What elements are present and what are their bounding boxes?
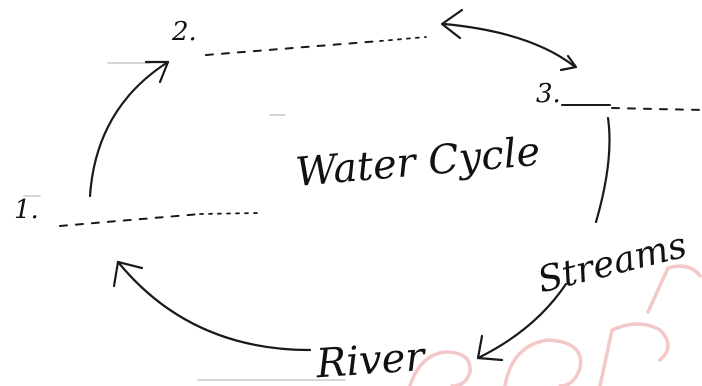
river-label: River <box>314 334 429 386</box>
stage-3-blank-line <box>611 107 702 111</box>
arrow-stage1-to-stage2 <box>88 60 170 198</box>
arrow-stage2-to-stage3 <box>440 8 578 72</box>
cycle-arrows <box>88 8 611 362</box>
arrow-head-icon <box>476 334 504 362</box>
streams-label: Streams <box>534 225 691 301</box>
arrow-head-icon <box>144 60 170 84</box>
stage-3-label: 3. <box>536 79 561 109</box>
stage-1-blank-line <box>59 213 201 227</box>
arrow-streams-to-river <box>476 282 568 362</box>
stage-2-blank-line-tail <box>379 36 427 42</box>
paper-artifacts <box>23 62 346 381</box>
stage-1-label: 1. <box>14 195 39 225</box>
stage-2-blank-line <box>205 40 381 56</box>
arrow-head-icon <box>112 260 144 288</box>
stage-1: 1. <box>14 195 259 227</box>
line-stage3-to-streams <box>594 116 611 224</box>
arrow-head-icon <box>559 54 578 72</box>
arrow-head-icon <box>440 8 464 40</box>
diagram-title: Water Cycle <box>294 129 542 196</box>
stage-1-blank-line-tail <box>199 212 259 215</box>
stage-3: 3. <box>536 79 702 111</box>
stage-2-label: 2. <box>171 17 197 47</box>
stage-2: 2. <box>171 17 427 56</box>
watermark-stamp <box>408 264 702 386</box>
arrow-river-to-stage1 <box>112 260 312 352</box>
